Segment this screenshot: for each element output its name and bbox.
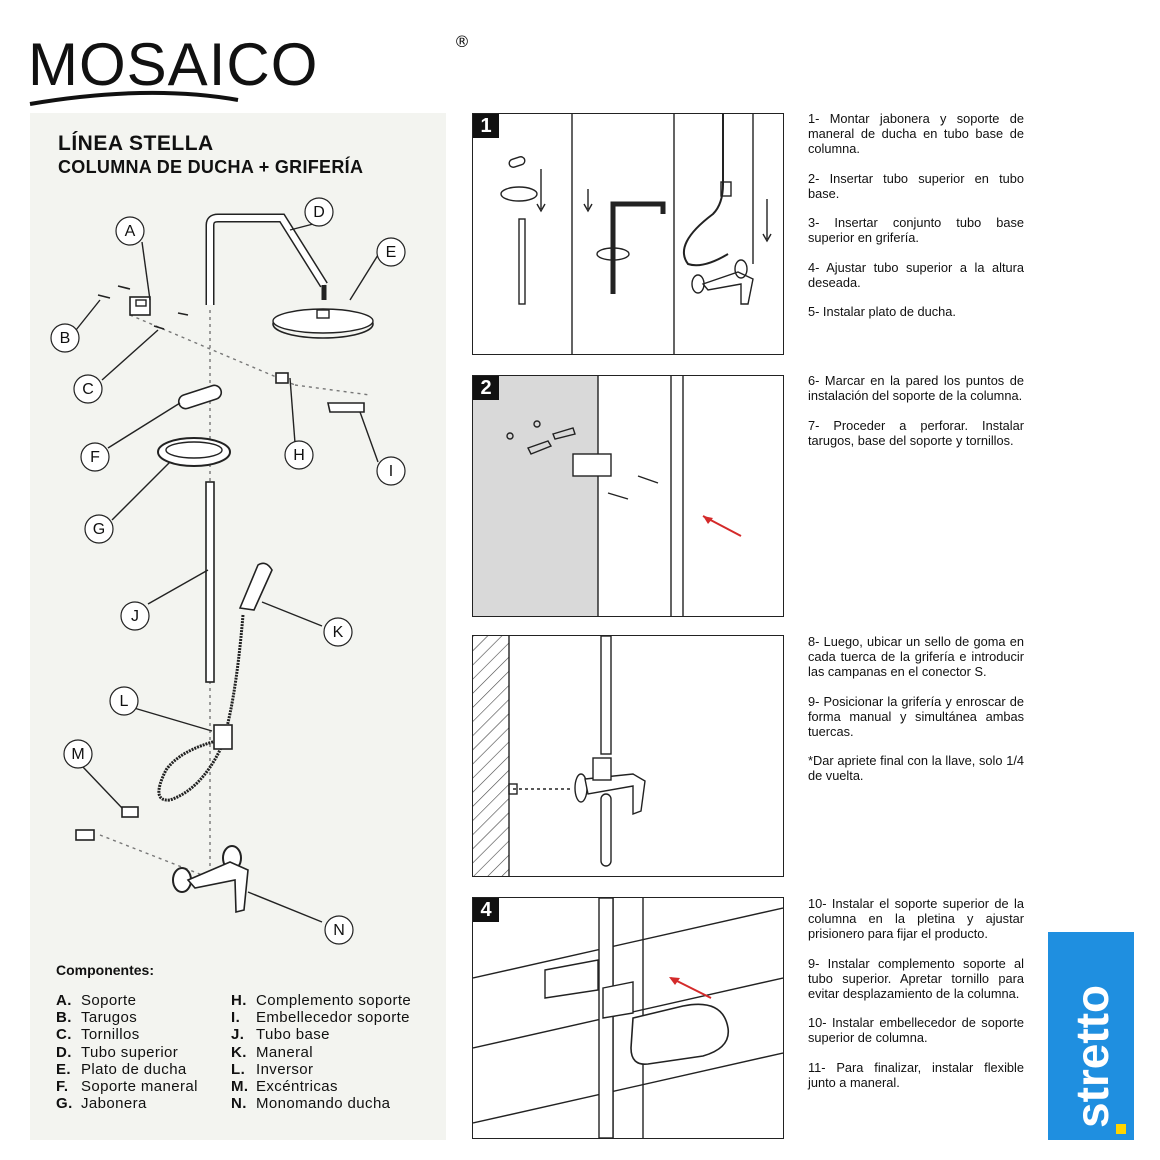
callout-J-label: J (131, 608, 139, 625)
callout-N: N (324, 915, 354, 945)
step-text: 1- Montar jabonera y soporte de maneral … (808, 111, 1024, 156)
step-text: 6- Marcar en la pared los puntos de inst… (808, 373, 1024, 403)
step-3-text: 8- Luego, ubicar un sello de goma en cad… (808, 634, 1024, 798)
callout-F-label: F (90, 449, 100, 466)
callout-D: D (304, 197, 334, 227)
callout-E-label: E (386, 244, 397, 261)
callout-N-label: N (333, 922, 345, 939)
list-item: M.Excéntricas (231, 1078, 338, 1096)
callout-I: I (376, 456, 406, 486)
callout-H: H (284, 440, 314, 470)
exploded-diagram: A B C D E F G H I J K L M N (50, 197, 406, 945)
callout-K: K (323, 617, 353, 647)
product-line: LÍNEA STELLA (58, 132, 214, 155)
partner-brand: stretto (1066, 985, 1118, 1128)
callout-D-label: D (313, 204, 325, 221)
step-1-drawing (500, 114, 772, 354)
list-item: B.Tarugos (56, 1009, 138, 1027)
step-3-illustration (472, 635, 784, 877)
stretto-wordmark: stretto (1066, 985, 1126, 1134)
step-2-text: 6- Marcar en la pared los puntos de inst… (808, 373, 1024, 462)
step-text: 3- Insertar conjunto tubo base superior … (808, 215, 1024, 245)
step-text: 9- Instalar complemento soporte al tubo … (808, 955, 1024, 1001)
list-item: E.Plato de ducha (56, 1060, 187, 1078)
components-title: Componentes: (56, 962, 154, 978)
step-text: 5- Instalar plato de ducha. (808, 304, 956, 319)
step-1-illustration: 1 (472, 113, 784, 355)
callout-B-label: B (60, 330, 71, 347)
list-item: N.Monomando ducha (231, 1095, 391, 1113)
step-4-illustration: 4 (472, 897, 784, 1139)
callout-M: M (63, 739, 93, 769)
callout-C-label: C (82, 381, 94, 398)
callout-G: G (84, 514, 114, 544)
step-text: 10- Instalar el soporte superior de la c… (808, 896, 1024, 941)
step-text: 11- Para finalizar, instalar flexible ju… (808, 1059, 1024, 1090)
stretto-logo: stretto (1048, 932, 1134, 1140)
callout-E: E (376, 237, 406, 267)
product-subtitle: COLUMNA DE DUCHA + GRIFERÍA (58, 157, 364, 177)
step-text: *Dar apriete final con la llave, solo 1/… (808, 753, 1024, 783)
list-item: A.Soporte (56, 992, 137, 1009)
components-list-1: A.Soporte B.Tarugos C.Tornillos D.Tubo s… (56, 992, 198, 1112)
callout-G-label: G (93, 521, 105, 538)
list-item: G.Jabonera (56, 1095, 147, 1113)
mosaico-logo: MOSAICO ® (28, 30, 470, 110)
components-panel (30, 113, 446, 1140)
step-text: 10- Instalar embellecedor de soporte sup… (808, 1015, 1024, 1045)
callout-A: A (115, 216, 145, 246)
step-3-drawing (473, 636, 646, 876)
callout-L-label: L (120, 693, 129, 710)
list-item: L.Inversor (231, 1060, 314, 1078)
callout-L: L (109, 686, 139, 716)
step-4-badge: 4 (473, 898, 499, 922)
callout-J: J (120, 601, 150, 631)
callout-B: B (50, 323, 80, 353)
step-1-badge: 1 (473, 114, 499, 138)
list-item: D.Tubo superior (56, 1043, 179, 1061)
list-item: J.Tubo base (231, 1026, 330, 1044)
components-list-2: H.Complemento soporte I.Embellecedor sop… (231, 992, 411, 1112)
callout-C: C (73, 374, 103, 404)
list-item: I.Embellecedor soporte (231, 1009, 410, 1027)
step-text: 2- Insertar tubo superior en tubo base. (808, 170, 1024, 201)
callout-H-label: H (293, 447, 305, 464)
callout-F: F (80, 442, 110, 472)
step-text: 4- Ajustar tubo superior a la altura des… (808, 259, 1024, 290)
step-text: 8- Luego, ubicar un sello de goma en cad… (808, 634, 1024, 679)
step-2-drawing (506, 376, 742, 616)
step-4-text: 10- Instalar el soporte superior de la c… (808, 896, 1024, 1104)
step-text: 7- Proceder a perforar. Instalar tarugos… (808, 417, 1024, 448)
list-item: H.Complemento soporte (231, 992, 412, 1009)
callout-I-label: I (389, 463, 393, 480)
list-item: K.Maneral (231, 1043, 313, 1061)
callout-M-label: M (71, 746, 84, 763)
brand-name: MOSAICO (28, 31, 319, 98)
step-1-text: 1- Montar jabonera y soporte de maneral … (808, 111, 1024, 334)
step-4-drawing (473, 898, 783, 1138)
step-text: 9- Posicionar la grifería y enroscar de … (808, 693, 1024, 739)
list-item: F.Soporte maneral (56, 1078, 198, 1096)
step-2-badge: 2 (473, 376, 499, 400)
registered-mark: ® (454, 32, 470, 51)
wall-section (473, 376, 598, 616)
callout-K-label: K (333, 624, 344, 641)
list-item: C.Tornillos (56, 1026, 140, 1044)
step-2-illustration: 2 (472, 375, 784, 617)
logo-swoosh (29, 90, 239, 106)
callout-A-label: A (125, 223, 136, 240)
